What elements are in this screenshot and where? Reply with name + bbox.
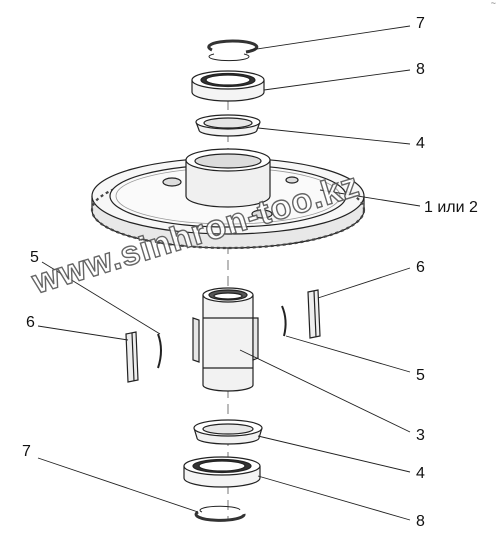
bushing-bottom (193, 419, 263, 445)
leader-spring-left (41, 261, 161, 335)
label-key-right: 6 (416, 259, 425, 276)
label-ring-bottom: 7 (22, 443, 31, 460)
spring-right (281, 305, 287, 337)
corner-mark: ~ (490, 0, 496, 8)
label-spring-left: 5 (30, 249, 39, 266)
label-bushing-top: 4 (416, 135, 425, 152)
bushing-top (195, 114, 261, 137)
label-key-left: 6 (26, 314, 35, 331)
leader-bearing-top (263, 69, 411, 91)
label-gear: 1 или 2 (424, 199, 478, 216)
leader-shaft (239, 349, 411, 433)
leader-bearing-bottom (257, 475, 411, 521)
key-left (125, 331, 139, 383)
key-right (307, 289, 321, 339)
retaining-ring-top (207, 39, 259, 62)
leader-ring-top (249, 25, 411, 51)
bearing-bottom (183, 456, 261, 488)
leader-key-right (317, 267, 411, 299)
label-spring-right: 5 (416, 367, 425, 384)
shaft (192, 287, 259, 392)
retaining-ring-bottom (194, 505, 246, 522)
label-ring-top: 7 (416, 15, 425, 32)
label-bearing-top: 8 (416, 61, 425, 78)
leader-gear (319, 189, 421, 207)
leader-spring-right (285, 335, 411, 373)
bearing-top (191, 70, 265, 102)
label-bearing-bottom: 8 (416, 513, 425, 530)
gear (90, 148, 366, 250)
label-bushing-bottom: 4 (416, 465, 425, 482)
leader-key-left (37, 325, 129, 341)
label-shaft: 3 (416, 427, 425, 444)
leader-bushing-top (257, 127, 411, 145)
leader-bushing-bottom (257, 435, 411, 473)
leader-ring-bottom (37, 457, 199, 513)
spring-left (157, 333, 162, 369)
